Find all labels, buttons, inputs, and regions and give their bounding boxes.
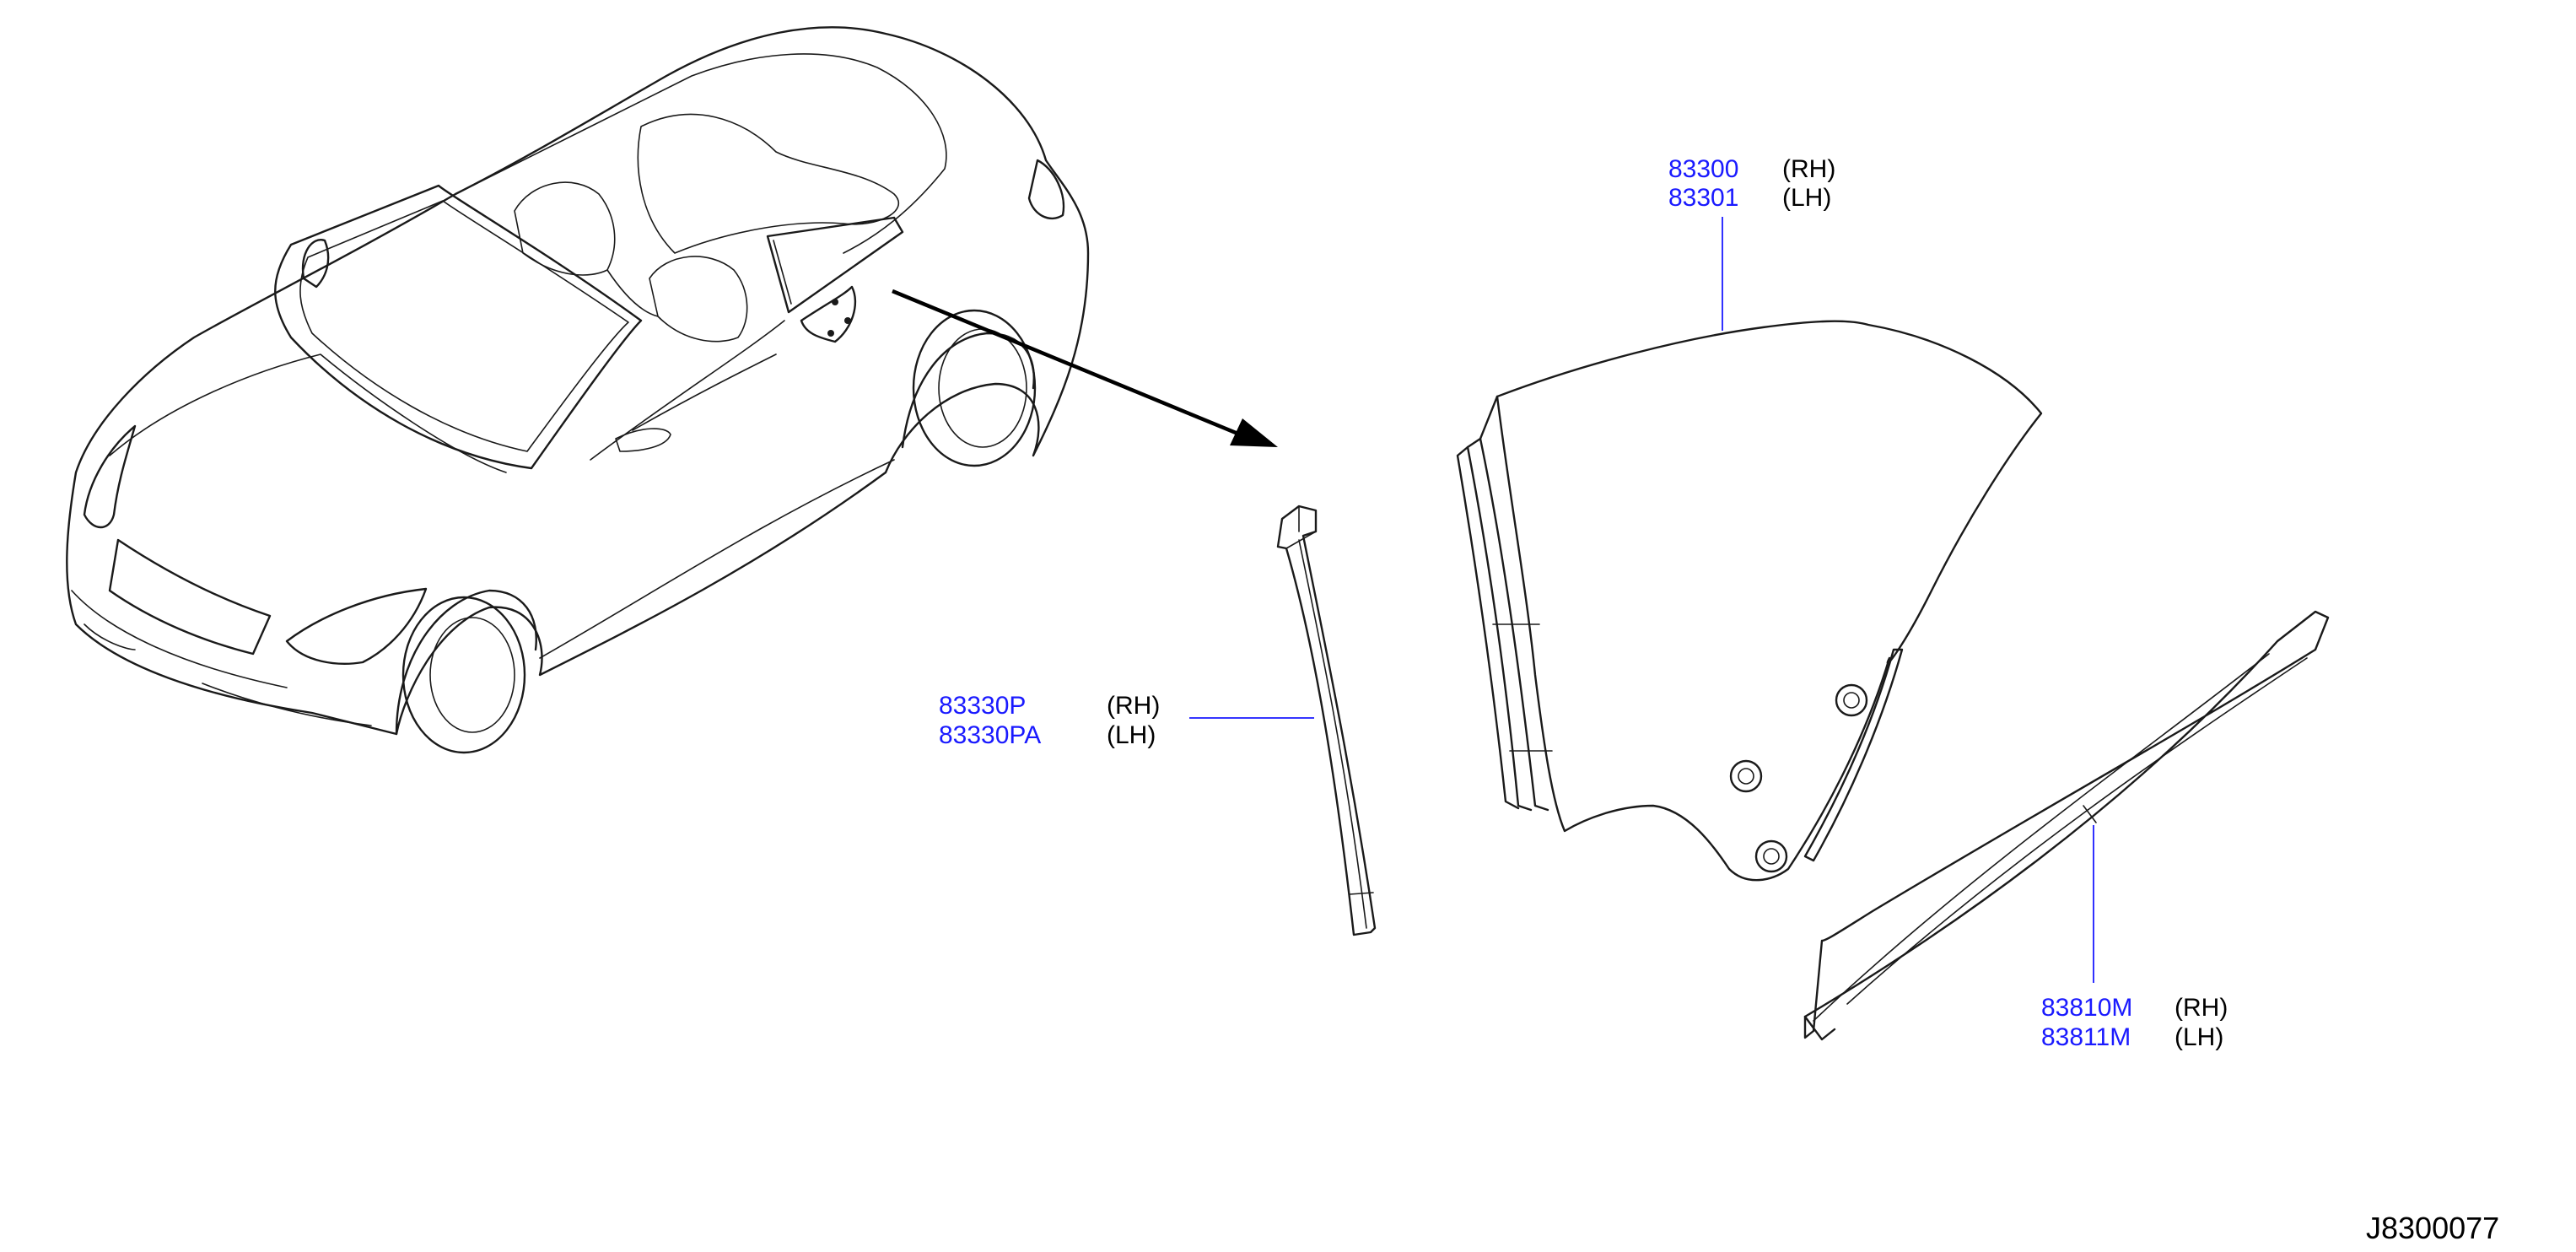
part-number-glass-lh[interactable]: 83301 bbox=[1668, 184, 1738, 212]
side-label-lower-seal-rh: (RH) bbox=[2175, 994, 2228, 1022]
front-seal-illustration bbox=[1276, 505, 1377, 936]
side-label-front-seal-lh: (LH) bbox=[1107, 721, 1156, 749]
callout-glass: 83300 (RH) 83301 (LH) bbox=[1668, 155, 1835, 212]
diagram-id-label: J8300077 bbox=[2366, 1211, 2499, 1245]
lower-seal-illustration bbox=[1803, 610, 2330, 1041]
side-label-glass-rh: (RH) bbox=[1782, 155, 1835, 183]
arrow-pointer bbox=[892, 289, 1278, 447]
part-number-glass-rh[interactable]: 83300 bbox=[1668, 155, 1738, 183]
side-label-lower-seal-lh: (LH) bbox=[2175, 1023, 2223, 1051]
side-label-front-seal-rh: (RH) bbox=[1107, 692, 1160, 720]
part-number-lower-seal-lh[interactable]: 83811M bbox=[2041, 1023, 2131, 1051]
car-illustration bbox=[66, 26, 1090, 754]
door-glass-illustration bbox=[1456, 320, 2043, 882]
callout-lower-seal: 83810M (RH) 83811M (LH) bbox=[2041, 994, 2228, 1051]
part-number-lower-seal-rh[interactable]: 83810M bbox=[2041, 994, 2132, 1022]
side-label-glass-lh: (LH) bbox=[1782, 184, 1831, 212]
part-number-front-seal-rh[interactable]: 83330P bbox=[939, 692, 1026, 720]
callout-front-seal: 83330P (RH) 83330PA (LH) bbox=[939, 692, 1160, 749]
part-number-front-seal-lh[interactable]: 83330PA bbox=[939, 721, 1041, 749]
